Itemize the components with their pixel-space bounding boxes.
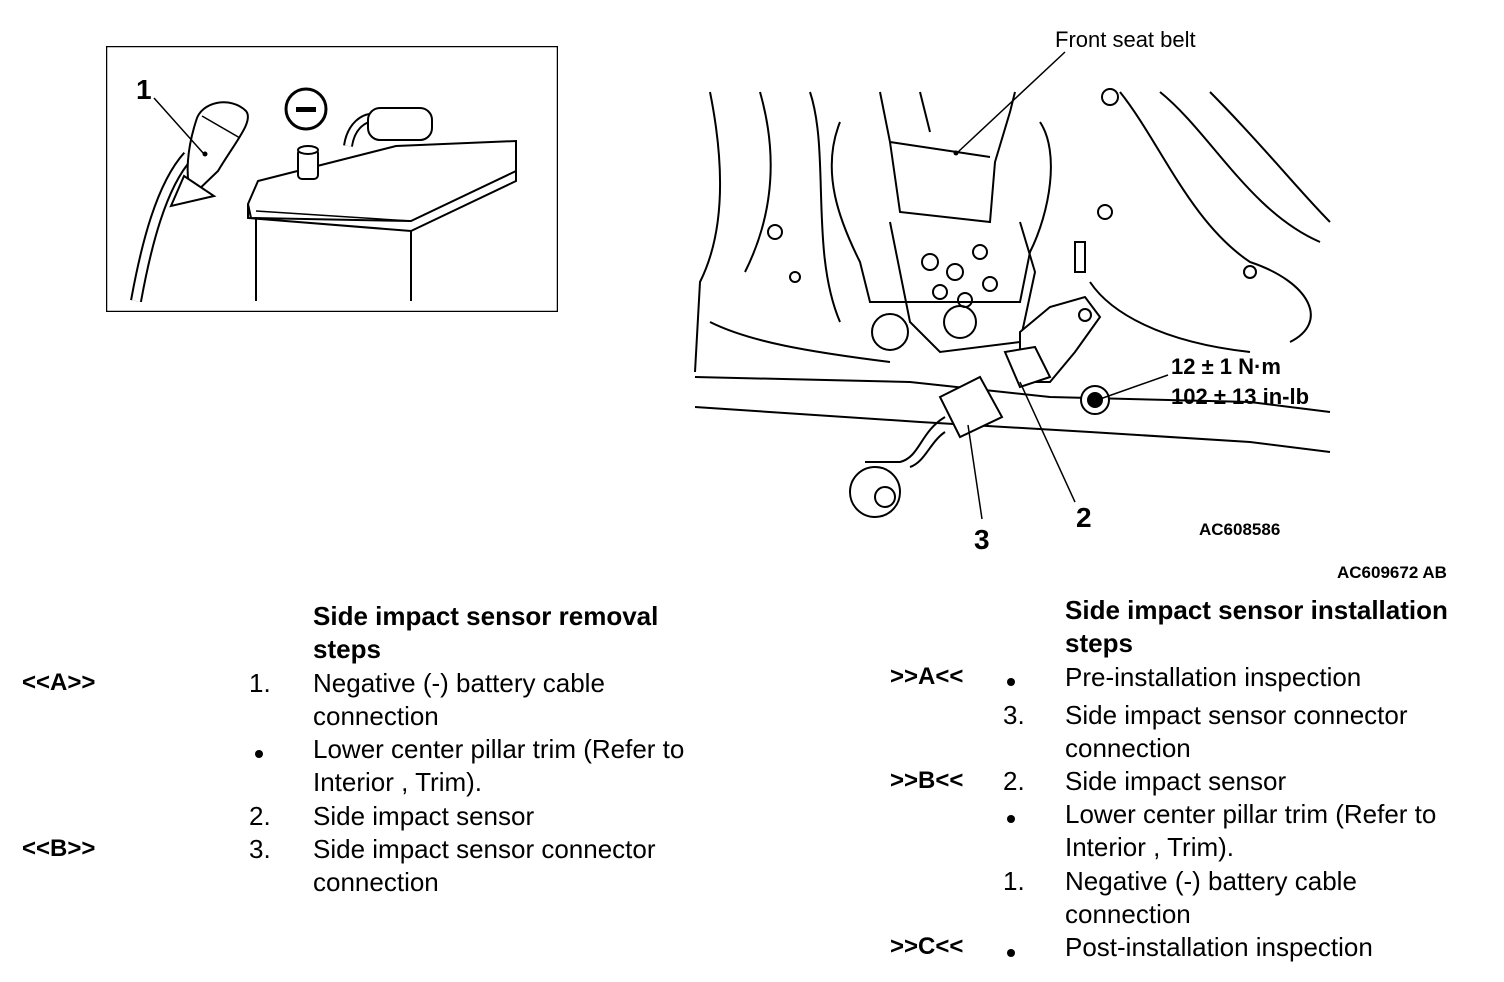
installation-bullet (1007, 678, 1015, 686)
figure-inner-code: AC608586 (1199, 520, 1281, 539)
removal-title-line1: Side impact sensor removal (313, 601, 659, 631)
installation-step-text: Negative (-) battery cable (1065, 866, 1357, 896)
removal-step-text: connection (313, 867, 439, 897)
removal-step-text: Side impact sensor connector (313, 834, 656, 864)
removal-title-line2: steps (313, 634, 381, 664)
installation-code-a: >>A<< (890, 663, 964, 690)
battery-figure: 1 (105, 45, 559, 313)
installation-step-text: Side impact sensor connector (1065, 700, 1408, 730)
installation-step-text: Side impact sensor (1065, 766, 1287, 796)
installation-step-text: connection (1065, 733, 1191, 763)
figure-outer-code: AC609672 AB (1337, 563, 1447, 582)
removal-bullet (255, 750, 263, 758)
removal-marker: 1. (249, 668, 271, 698)
removal-marker: 3. (249, 834, 271, 864)
installation-title-line1: Side impact sensor installation (1065, 595, 1448, 625)
installation-step-text: Interior , Trim). (1065, 832, 1235, 862)
installation-step-text: Lower center pillar trim (Refer to (1065, 799, 1437, 829)
battery-illustration (105, 45, 559, 313)
removal-step-text: Side impact sensor (313, 801, 535, 831)
installation-code-c: >>C<< (890, 933, 964, 960)
installation-step-text: Pre-installation inspection (1065, 662, 1362, 692)
installation-title-line2: steps (1065, 628, 1133, 658)
seat-belt-label: Front seat belt (1055, 27, 1196, 52)
callout-3: 3 (974, 524, 990, 555)
removal-step-text: Negative (-) battery cable (313, 668, 605, 698)
installation-bullet (1007, 815, 1015, 823)
installation-marker: 1. (1003, 866, 1025, 896)
installation-step-text: Post-installation inspection (1065, 932, 1373, 962)
removal-code-b: <<B>> (22, 835, 96, 862)
installation-marker: 3. (1003, 700, 1025, 730)
installation-marker: 2. (1003, 766, 1025, 796)
removal-step-text: connection (313, 701, 439, 731)
installation-step-text: connection (1065, 899, 1191, 929)
pillar-illustration (694, 51, 1331, 520)
sensor-figure: Front seat belt 12 ± 1 N·m 102 ± 13 in-l… (690, 22, 1490, 587)
callout-2: 2 (1076, 502, 1092, 533)
removal-step-text: Interior , Trim). (313, 767, 483, 797)
torque-nm: 12 ± 1 N·m (1171, 354, 1281, 379)
installation-bullet (1007, 949, 1015, 957)
removal-step-text: Lower center pillar trim (Refer to (313, 734, 685, 764)
removal-marker: 2. (249, 801, 271, 831)
removal-code-a: <<A>> (22, 669, 96, 696)
torque-inlb: 102 ± 13 in-lb (1171, 384, 1310, 409)
callout-1: 1 (136, 74, 152, 105)
installation-code-b: >>B<< (890, 767, 964, 794)
